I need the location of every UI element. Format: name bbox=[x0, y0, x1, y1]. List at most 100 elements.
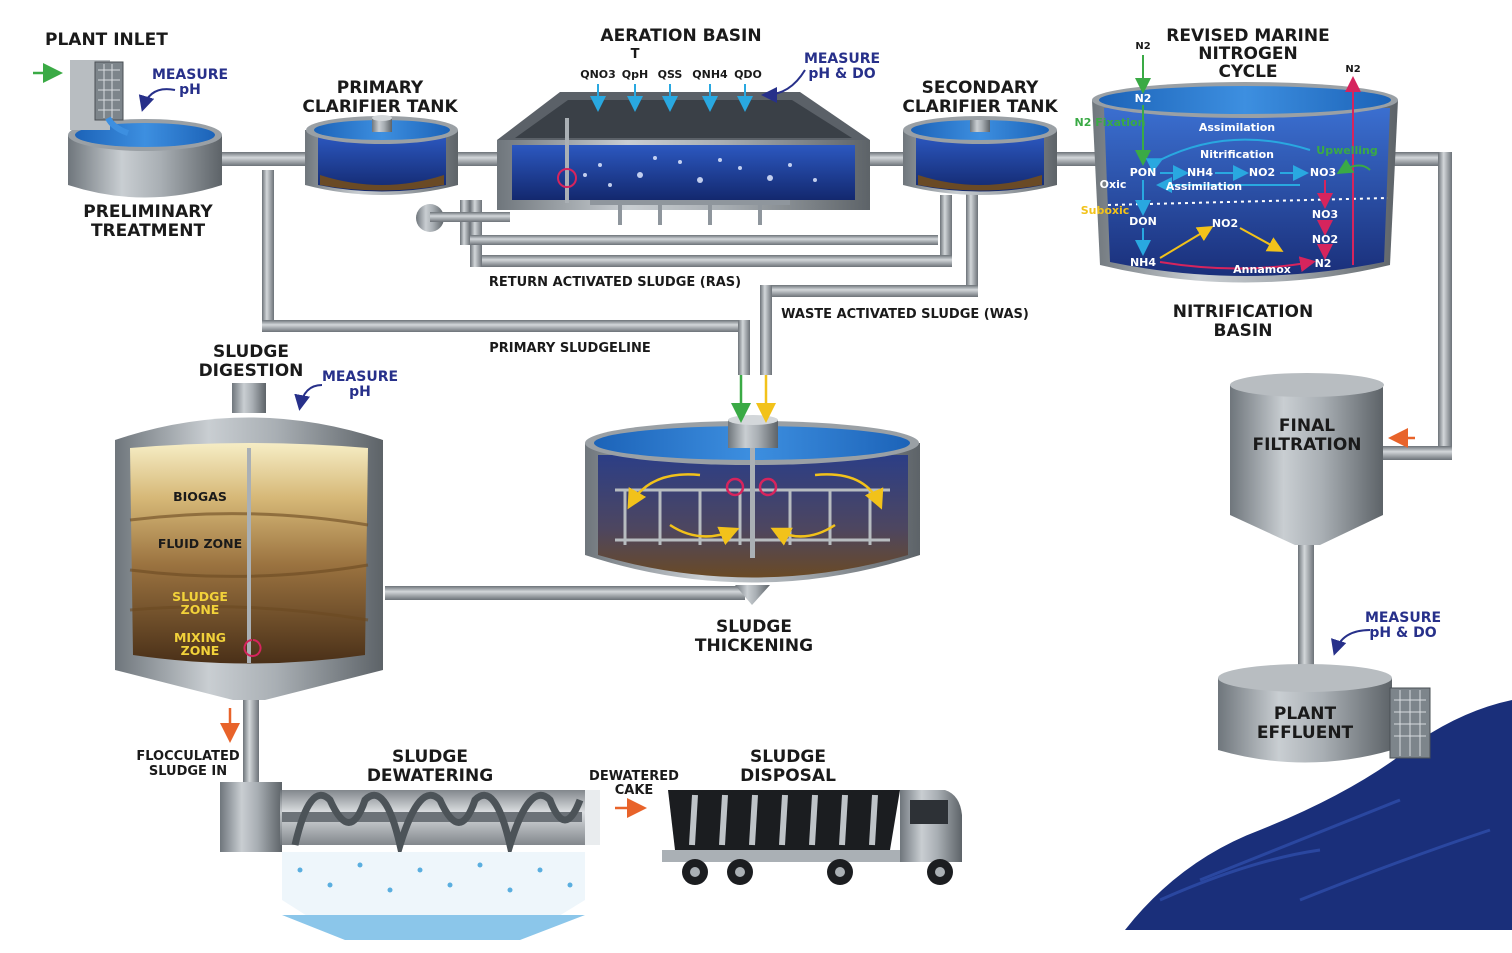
measure-digestion-2: pH bbox=[349, 384, 371, 400]
cycle-n2-right: N2 bbox=[1345, 64, 1360, 75]
param-t: T bbox=[631, 47, 640, 62]
title-disposal-2: DISPOSAL bbox=[740, 766, 836, 786]
measure-effluent-1: MEASURE bbox=[1365, 610, 1441, 626]
preliminary-treatment-tank bbox=[68, 60, 222, 198]
cycle-n2-bottom: N2 bbox=[1315, 257, 1332, 270]
aeration-sensor-arrows bbox=[590, 84, 753, 112]
secondary-clarifier-tank bbox=[903, 116, 1057, 195]
layer-biogas: BIOGAS bbox=[173, 489, 227, 504]
aeration-basin bbox=[497, 92, 870, 225]
cycle-no3-a: NO3 bbox=[1310, 166, 1336, 179]
measure-aeration-2: pH & DO bbox=[808, 66, 875, 82]
cycle-upwelling: Upwelling bbox=[1316, 144, 1377, 157]
cycle-pon: PON bbox=[1130, 166, 1157, 179]
measure-labels: MEASURE pH MEASURE pH & DO MEASURE pH ME… bbox=[152, 51, 1441, 641]
measure-inlet-1: MEASURE bbox=[152, 67, 228, 83]
digester-layer-labels: BIOGAS FLUID ZONE SLUDGE ZONE MIXING ZON… bbox=[158, 489, 242, 658]
title-nitrification-2: BASIN bbox=[1214, 321, 1273, 341]
cycle-nh4-b: NH4 bbox=[1130, 256, 1156, 269]
title-primary-2: CLARIFIER TANK bbox=[302, 97, 458, 117]
primary-clarifier-tank bbox=[305, 115, 458, 195]
param-qnh4: QNH4 bbox=[692, 68, 728, 81]
label-primary-sludgeline: PRIMARY SLUDGELINE bbox=[489, 341, 651, 356]
measure-inlet-2: pH bbox=[179, 82, 201, 98]
title-digestion-2: DIGESTION bbox=[199, 361, 304, 381]
cycle-nitrification: Nitrification bbox=[1200, 148, 1274, 161]
cycle-suboxic: Suboxic bbox=[1081, 204, 1130, 217]
sea-waves bbox=[1159, 798, 1491, 902]
layer-mixing-2: ZONE bbox=[181, 643, 220, 658]
cycle-assimilation-mid: Assimilation bbox=[1166, 180, 1242, 193]
title-plant-inlet: PLANT INLET bbox=[45, 30, 168, 50]
thickener-arrows bbox=[627, 375, 884, 546]
title-nitrification-1: NITRIFICATION bbox=[1173, 302, 1313, 322]
title-thickening-2: THICKENING bbox=[695, 636, 813, 656]
param-qph: QpH bbox=[622, 68, 648, 81]
cycle-don: DON bbox=[1129, 215, 1157, 228]
title-nitrogen-1: REVISED MARINE bbox=[1166, 26, 1329, 46]
titles: PLANT INLET PRELIMINARY TREATMENT PRIMAR… bbox=[45, 26, 1362, 786]
label-cake-1: DEWATERED bbox=[589, 769, 679, 784]
inlet-measure-arrow bbox=[138, 88, 176, 112]
title-secondary-1: SECONDARY bbox=[922, 78, 1039, 98]
label-cake-2: CAKE bbox=[615, 783, 654, 798]
title-final-2: FILTRATION bbox=[1252, 435, 1361, 455]
layer-fluid: FLUID ZONE bbox=[158, 536, 242, 551]
title-nitrogen-2: NITROGEN bbox=[1198, 44, 1298, 64]
measure-effluent-2: pH & DO bbox=[1369, 625, 1436, 641]
aeration-measure-arrow bbox=[761, 69, 806, 103]
cycle-no2-c: NO2 bbox=[1312, 233, 1338, 246]
pipe-network bbox=[220, 152, 1452, 785]
sludge-thickener bbox=[585, 415, 920, 605]
cycle-fixation: N2 Fixation bbox=[1075, 116, 1146, 129]
label-was: WASTE ACTIVATED SLUDGE (WAS) bbox=[781, 307, 1029, 322]
cycle-n2-top: N2 bbox=[1135, 41, 1150, 52]
effluent-measure-arrow bbox=[1331, 629, 1371, 656]
line-labels: RETURN ACTIVATED SLUDGE (RAS) WASTE ACTI… bbox=[136, 275, 1029, 798]
disposal-truck bbox=[662, 790, 962, 885]
title-aeration: AERATION BASIN bbox=[600, 26, 761, 46]
param-qdo: QDO bbox=[734, 68, 762, 81]
title-effluent-2: EFFLUENT bbox=[1257, 723, 1354, 743]
title-preliminary-1: PRELIMINARY bbox=[83, 202, 213, 222]
title-dewatering-1: SLUDGE bbox=[392, 747, 468, 767]
param-qno3: QNO3 bbox=[580, 68, 616, 81]
cycle-oxic: Oxic bbox=[1100, 178, 1127, 191]
sludge-digester bbox=[115, 383, 383, 700]
title-preliminary-2: TREATMENT bbox=[91, 221, 205, 241]
plant-effluent-tank bbox=[1218, 664, 1431, 763]
cycle-assimilation-top: Assimilation bbox=[1199, 121, 1275, 134]
layer-sludge-2: ZONE bbox=[181, 602, 220, 617]
layer-mixing-1: MIXING bbox=[174, 630, 226, 645]
title-nitrogen-3: CYCLE bbox=[1218, 62, 1277, 82]
param-qss: QSS bbox=[658, 68, 683, 81]
cycle-n2-inside: N2 bbox=[1135, 92, 1152, 105]
cycle-no3-b: NO3 bbox=[1312, 208, 1338, 221]
cycle-no2-a: NO2 bbox=[1249, 166, 1275, 179]
aeration-parameters: T QNO3 QpH QSS QNH4 QDO bbox=[580, 47, 762, 81]
title-effluent-1: PLANT bbox=[1274, 704, 1337, 724]
final-filtration-tank bbox=[1230, 373, 1384, 545]
title-digestion-1: SLUDGE bbox=[213, 342, 289, 362]
title-final-1: FINAL bbox=[1279, 416, 1335, 436]
title-dewatering-2: DEWATERING bbox=[367, 766, 493, 786]
title-primary-1: PRIMARY bbox=[337, 78, 424, 98]
nitrification-basin bbox=[1092, 82, 1398, 283]
digestion-measure-arrow bbox=[294, 384, 323, 411]
label-flocculated-1: FLOCCULATED bbox=[136, 749, 239, 764]
label-flocculated-2: SLUDGE IN bbox=[149, 764, 227, 779]
measure-aeration-1: MEASURE bbox=[804, 51, 880, 67]
label-ras: RETURN ACTIVATED SLUDGE (RAS) bbox=[489, 275, 741, 290]
nitrogen-cycle-arrows bbox=[1135, 55, 1371, 273]
title-thickening-1: SLUDGE bbox=[716, 617, 792, 637]
cycle-nh4-a: NH4 bbox=[1187, 166, 1213, 179]
title-disposal-1: SLUDGE bbox=[750, 747, 826, 767]
layer-sludge-1: SLUDGE bbox=[172, 589, 228, 604]
title-secondary-2: CLARIFIER TANK bbox=[902, 97, 1058, 117]
sludge-dewatering-screw bbox=[220, 782, 600, 940]
measure-digestion-1: MEASURE bbox=[322, 369, 398, 385]
cycle-annamox: Annamox bbox=[1233, 263, 1291, 276]
cycle-no2-b: NO2 bbox=[1212, 217, 1238, 230]
